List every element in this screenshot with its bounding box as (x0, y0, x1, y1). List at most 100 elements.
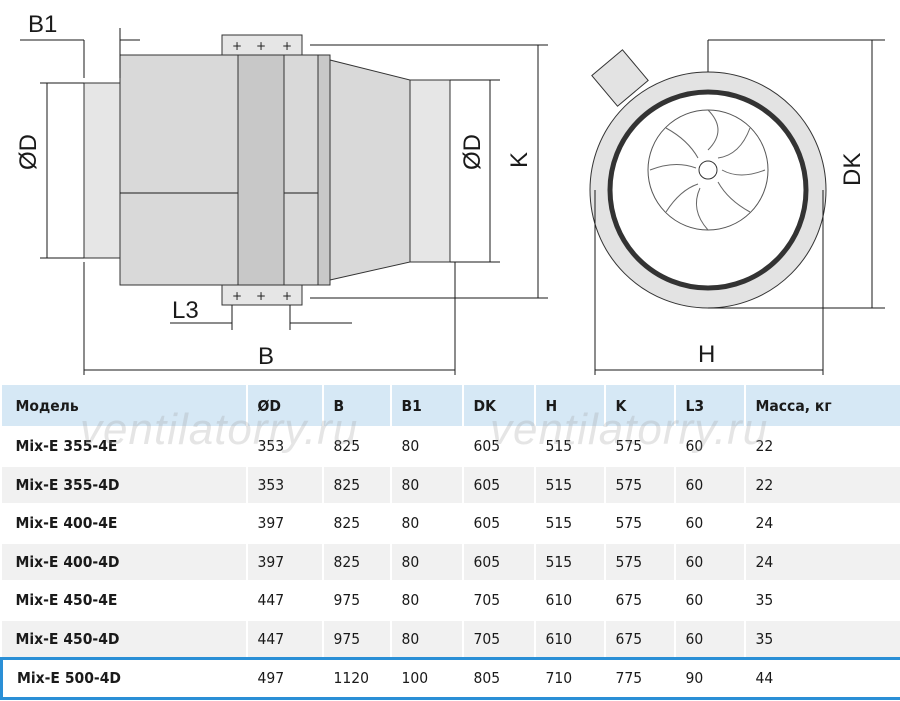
cell-diameter: 353 (246, 427, 324, 467)
table-row: Mix-E 400-4E 397 825 80 605 515 575 60 2… (1, 504, 900, 544)
cell-dk: 605 (462, 542, 536, 582)
top-bracket (221, 34, 303, 56)
cell-diameter: 447 (246, 619, 324, 660)
cell-diameter: 447 (246, 581, 324, 621)
cell-b1: 80 (390, 504, 464, 544)
cell-b: 825 (322, 427, 392, 467)
cell-l3: 60 (674, 619, 746, 660)
outlet-spigot (409, 79, 451, 263)
cell-h: 610 (534, 619, 606, 660)
table-row: Mix-E 355-4D 353 825 80 605 515 575 60 2… (1, 465, 900, 505)
svg-text:+: + (256, 289, 266, 303)
cell-diameter: 497 (246, 657, 324, 700)
table-row: Mix-E 400-4D 397 825 80 605 515 575 60 2… (1, 542, 900, 582)
table-header-row: Модель ØD B B1 DK H K L3 Масса, кг (1, 385, 900, 428)
table-row: Mix-E 450-4D 447 975 80 705 610 675 60 3… (1, 619, 900, 660)
cell-dk: 705 (462, 619, 536, 660)
cell-k: 575 (604, 542, 676, 582)
cell-dk: 605 (462, 427, 536, 467)
cell-b1: 80 (390, 581, 464, 621)
cell-mass: 24 (744, 504, 900, 544)
cell-mass: 22 (744, 465, 900, 505)
cell-l3: 60 (674, 465, 746, 505)
cell-b: 975 (322, 581, 392, 621)
header-diameter: ØD (246, 385, 324, 428)
front-view (589, 39, 885, 375)
svg-text:+: + (256, 39, 266, 53)
cell-k: 575 (604, 465, 676, 505)
cell-model: Mix-E 400-4D (1, 542, 248, 582)
svg-text:+: + (282, 289, 292, 303)
cell-mass: 35 (744, 619, 900, 660)
cell-b: 825 (322, 504, 392, 544)
cell-h: 710 (534, 657, 606, 700)
cell-dk: 605 (462, 465, 536, 505)
cell-h: 515 (534, 465, 606, 505)
label-l3: L3 (172, 297, 199, 324)
header-b1: B1 (390, 385, 464, 428)
cell-l3: 60 (674, 504, 746, 544)
cell-b: 975 (322, 619, 392, 660)
bottom-bracket (221, 284, 303, 306)
svg-text:+: + (282, 39, 292, 53)
cell-k: 575 (604, 427, 676, 467)
cell-h: 610 (534, 581, 606, 621)
cell-mass: 24 (744, 542, 900, 582)
label-b: B (258, 343, 274, 370)
header-h: H (534, 385, 606, 428)
header-dk: DK (462, 385, 536, 428)
svg-text:+: + (232, 289, 242, 303)
header-l3: L3 (674, 385, 746, 428)
cell-b: 1120 (322, 657, 392, 700)
label-diameter-right: ØD (459, 134, 486, 170)
cell-k: 575 (604, 504, 676, 544)
cell-mass: 44 (744, 657, 900, 700)
cell-h: 515 (534, 542, 606, 582)
cell-b1: 80 (390, 465, 464, 505)
side-view: + + + + + + (20, 28, 548, 375)
cell-h: 515 (534, 504, 606, 544)
technical-drawing: + + + + + + (15, 11, 885, 375)
svg-text:+: + (232, 39, 242, 53)
inlet-spigot (83, 82, 121, 259)
cell-h: 515 (534, 427, 606, 467)
cell-model: Mix-E 355-4E (1, 427, 248, 467)
cell-b1: 80 (390, 427, 464, 467)
cell-mass: 35 (744, 581, 900, 621)
label-diameter-left: ØD (15, 134, 42, 170)
cone-section (329, 59, 411, 281)
header-mass: Масса, кг (744, 385, 900, 428)
cell-b1: 100 (390, 657, 464, 700)
cell-l3: 60 (674, 427, 746, 467)
label-h: H (698, 341, 715, 368)
cell-model: Mix-E 400-4E (1, 504, 248, 544)
cell-b: 825 (322, 465, 392, 505)
cell-model: Mix-E 450-4E (1, 581, 248, 621)
cell-dk: 805 (462, 657, 536, 700)
specifications-table: Модель ØD B B1 DK H K L3 Масса, кг Mix-E… (0, 385, 900, 700)
cell-dk: 605 (462, 504, 536, 544)
cell-model: Mix-E 355-4D (1, 465, 248, 505)
table-row: Mix-E 450-4E 447 975 80 705 610 675 60 3… (1, 581, 900, 621)
cell-model: Mix-E 500-4D (0, 657, 248, 700)
cell-dk: 705 (462, 581, 536, 621)
label-k: K (506, 152, 533, 168)
label-dk: DK (839, 153, 866, 186)
mounting-band (237, 54, 285, 286)
cell-diameter: 353 (246, 465, 324, 505)
cell-diameter: 397 (246, 504, 324, 544)
table-row-highlighted: Mix-E 500-4D 497 1120 100 805 710 775 90… (0, 657, 900, 700)
cell-diameter: 397 (246, 542, 324, 582)
cell-b1: 80 (390, 542, 464, 582)
cell-l3: 60 (674, 581, 746, 621)
cell-model: Mix-E 450-4D (1, 619, 248, 660)
cell-l3: 90 (674, 657, 746, 700)
cell-l3: 60 (674, 542, 746, 582)
cell-k: 675 (604, 581, 676, 621)
cell-b1: 80 (390, 619, 464, 660)
header-model: Модель (1, 385, 248, 428)
header-k: K (604, 385, 676, 428)
table-row: Mix-E 355-4E 353 825 80 605 515 575 60 2… (1, 427, 900, 467)
cell-mass: 22 (744, 427, 900, 467)
cell-k: 775 (604, 657, 676, 700)
